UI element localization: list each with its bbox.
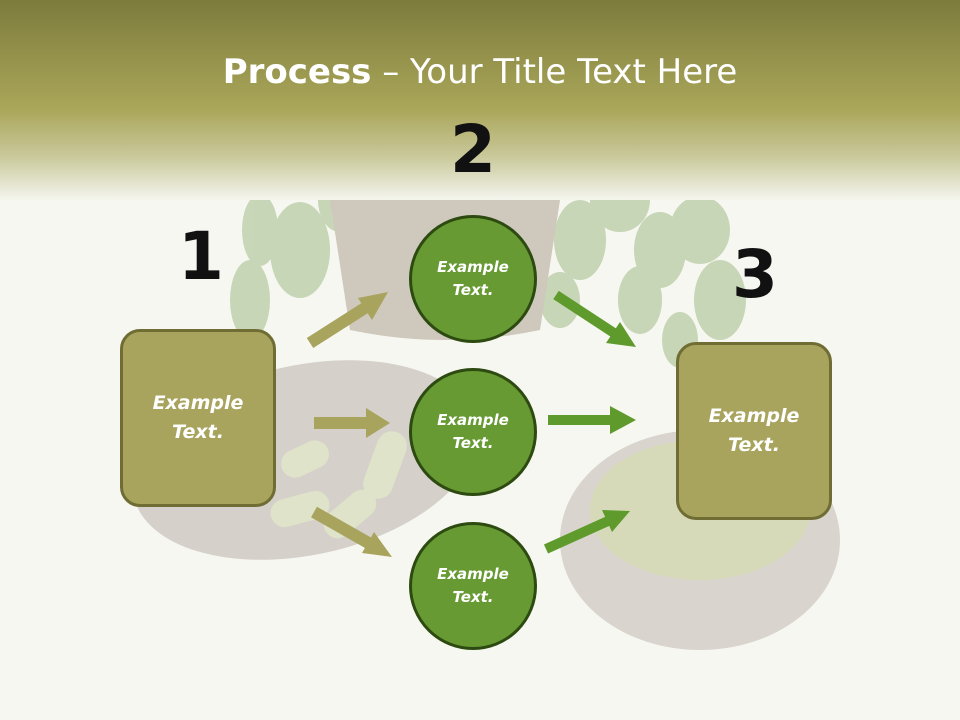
step-number-2: 2 [450, 111, 496, 188]
arrow-right-down [553, 290, 636, 347]
step-number-1: 1 [178, 218, 224, 295]
arrow-right-up [543, 510, 630, 554]
circle-top: Example Text. [409, 215, 537, 343]
arrow-right-mid [548, 406, 636, 434]
arrow-left-mid [314, 408, 390, 438]
circle-bottom-label: Example Text. [437, 565, 509, 606]
right-box: Example Text. [676, 342, 832, 520]
circle-top-label: Example Text. [437, 258, 509, 299]
circle-middle-label: Example Text. [437, 411, 509, 452]
right-box-label: Example Text. [708, 405, 800, 456]
arrow-left-down [311, 506, 392, 557]
circle-middle: Example Text. [409, 368, 537, 496]
title-bold: Process [222, 52, 372, 92]
slide-title: Process – Your Title Text Here [0, 52, 960, 92]
title-rest: – Your Title Text Here [371, 52, 738, 92]
arrow-left-up [306, 292, 388, 349]
circle-bottom: Example Text. [409, 522, 537, 650]
left-box-label: Example Text. [152, 392, 244, 443]
step-number-3: 3 [732, 236, 778, 313]
left-box: Example Text. [120, 329, 276, 507]
